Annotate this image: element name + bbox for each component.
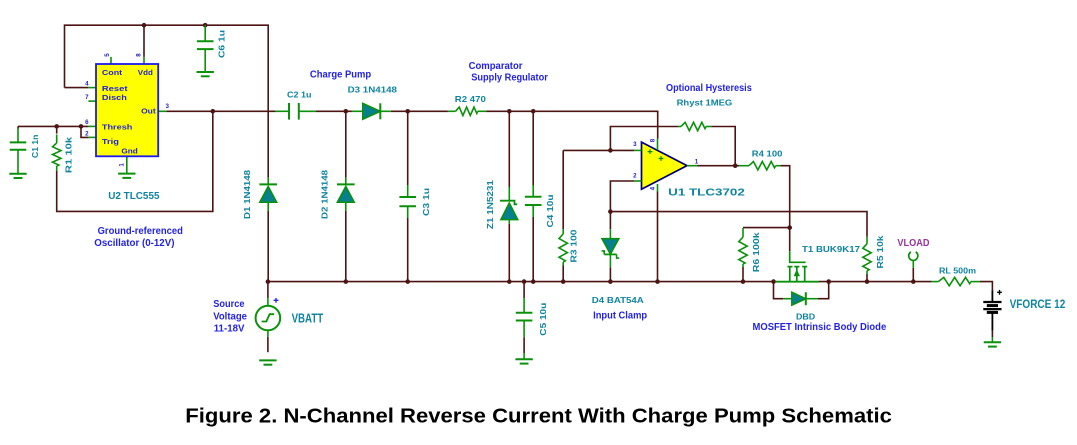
svg-text:11-18V: 11-18V xyxy=(214,323,245,334)
svg-text:Disch: Disch xyxy=(102,93,127,102)
svg-text:U1 TLC3702: U1 TLC3702 xyxy=(668,188,745,199)
svg-text:2: 2 xyxy=(633,173,637,180)
svg-text:R6 100k: R6 100k xyxy=(751,232,761,272)
svg-text:R5 10k: R5 10k xyxy=(875,235,885,268)
svg-text:Supply Regulator: Supply Regulator xyxy=(471,73,548,84)
svg-text:Rhyst 1MEG: Rhyst 1MEG xyxy=(677,98,733,108)
svg-text:8: 8 xyxy=(136,53,143,57)
svg-text:T1 BUK9K17: T1 BUK9K17 xyxy=(802,244,860,254)
svg-text:Figure 2. N-Channel Reverse Cu: Figure 2. N-Channel Reverse Current With… xyxy=(185,405,892,427)
svg-text:C3 1u: C3 1u xyxy=(421,188,431,216)
svg-text:4: 4 xyxy=(650,186,657,190)
svg-text:3: 3 xyxy=(165,103,169,110)
svg-text:R1 10k: R1 10k xyxy=(64,137,74,174)
svg-text:6: 6 xyxy=(85,119,89,126)
svg-text:Cont: Cont xyxy=(102,68,123,77)
svg-text:Vdd: Vdd xyxy=(138,68,153,77)
svg-text:R4 100: R4 100 xyxy=(752,149,783,159)
svg-text:Out: Out xyxy=(141,107,156,116)
svg-text:D2 1N4148: D2 1N4148 xyxy=(319,170,329,219)
svg-text:5: 5 xyxy=(104,53,111,57)
svg-text:1: 1 xyxy=(118,163,125,167)
svg-text:D3 1N4148: D3 1N4148 xyxy=(348,84,398,94)
svg-text:Charge Pump: Charge Pump xyxy=(310,69,371,80)
svg-text:C6 1u: C6 1u xyxy=(217,30,227,58)
svg-text:U2 TLC555: U2 TLC555 xyxy=(108,191,160,202)
svg-text:Source: Source xyxy=(213,299,245,310)
svg-text:VBATT: VBATT xyxy=(292,311,324,326)
svg-text:MOSFET Intrinsic Body Diode: MOSFET Intrinsic Body Diode xyxy=(753,322,887,333)
svg-text:C5 10u: C5 10u xyxy=(538,303,548,336)
svg-text:Voltage: Voltage xyxy=(213,311,247,322)
svg-text:3: 3 xyxy=(633,141,637,148)
svg-text:Optional Hysteresis: Optional Hysteresis xyxy=(666,83,752,94)
svg-text:Oscillator (0-12V): Oscillator (0-12V) xyxy=(94,238,174,249)
svg-text:Reset: Reset xyxy=(102,84,128,93)
svg-text:4: 4 xyxy=(85,81,89,88)
svg-text:8: 8 xyxy=(650,138,657,142)
svg-text:VLOAD: VLOAD xyxy=(897,238,929,249)
svg-text:C1 1n: C1 1n xyxy=(30,135,40,158)
svg-text:VFORCE 12: VFORCE 12 xyxy=(1010,297,1066,311)
svg-text:D4 BAT54A: D4 BAT54A xyxy=(592,295,644,305)
svg-text:Comparator: Comparator xyxy=(469,61,523,72)
svg-text:D1 1N4148: D1 1N4148 xyxy=(242,170,252,219)
svg-text:Trig: Trig xyxy=(102,137,119,146)
svg-text:C4 10u: C4 10u xyxy=(545,195,555,228)
svg-text:2: 2 xyxy=(85,131,89,138)
svg-text:Input Clamp: Input Clamp xyxy=(593,310,647,321)
svg-text:R2 470: R2 470 xyxy=(455,94,486,104)
svg-text:DBD: DBD xyxy=(796,311,815,321)
svg-text:Gnd: Gnd xyxy=(121,147,138,156)
svg-text:Thresh: Thresh xyxy=(102,122,133,131)
svg-text:C2 1u: C2 1u xyxy=(287,90,312,100)
svg-text:Z1 1N5231: Z1 1N5231 xyxy=(485,180,495,229)
svg-text:Ground-referenced: Ground-referenced xyxy=(98,226,183,237)
svg-text:RL 500m: RL 500m xyxy=(939,266,976,276)
svg-text:1: 1 xyxy=(695,159,699,166)
svg-text:R3 100: R3 100 xyxy=(569,229,579,262)
svg-text:7: 7 xyxy=(85,94,89,101)
